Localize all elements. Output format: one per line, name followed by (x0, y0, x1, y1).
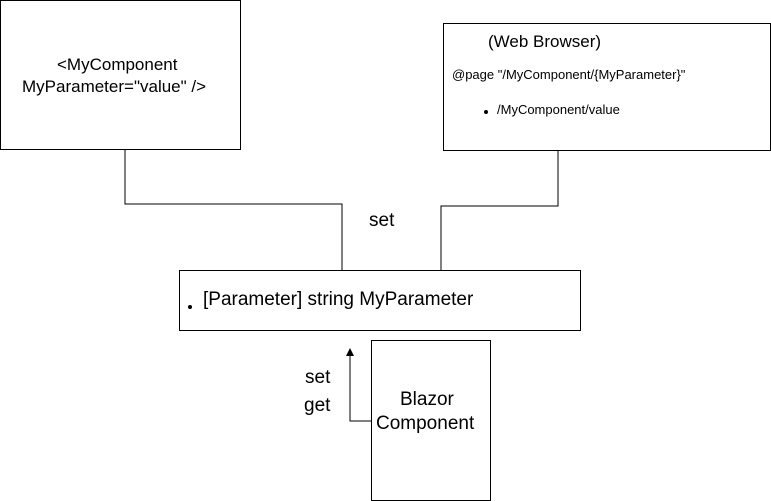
connector-browser-to-parameter (440, 120, 559, 290)
page-directive: @page "/MyComponent/{MyParameter}" (452, 67, 686, 82)
component-usage-line-1: <MyComponent (57, 55, 178, 74)
blazor-component-line-1: Blazor (400, 389, 454, 410)
get-label-bottom: get (304, 395, 331, 416)
set-label-bottom: set (305, 367, 331, 388)
component-usage-box (0, 0, 241, 150)
web-browser-box (443, 23, 771, 151)
component-usage-line-2: MyParameter="value" /> (22, 77, 207, 96)
parameter-declaration: [Parameter] string MyParameter (203, 289, 474, 310)
connector-component-to-parameter (124, 116, 343, 290)
parameter-bullet (188, 305, 192, 309)
parameter-box (179, 270, 581, 331)
route-bullet (484, 110, 488, 114)
route-url: /MyComponent/value (497, 102, 620, 117)
blazor-component-line-2: Component (376, 413, 475, 434)
connector-blazor-to-parameter (349, 349, 372, 422)
arrowhead-blazor (346, 348, 354, 356)
set-label-top: set (369, 210, 395, 231)
blazor-component-box (371, 340, 491, 501)
web-browser-title: (Web Browser) (488, 32, 602, 51)
